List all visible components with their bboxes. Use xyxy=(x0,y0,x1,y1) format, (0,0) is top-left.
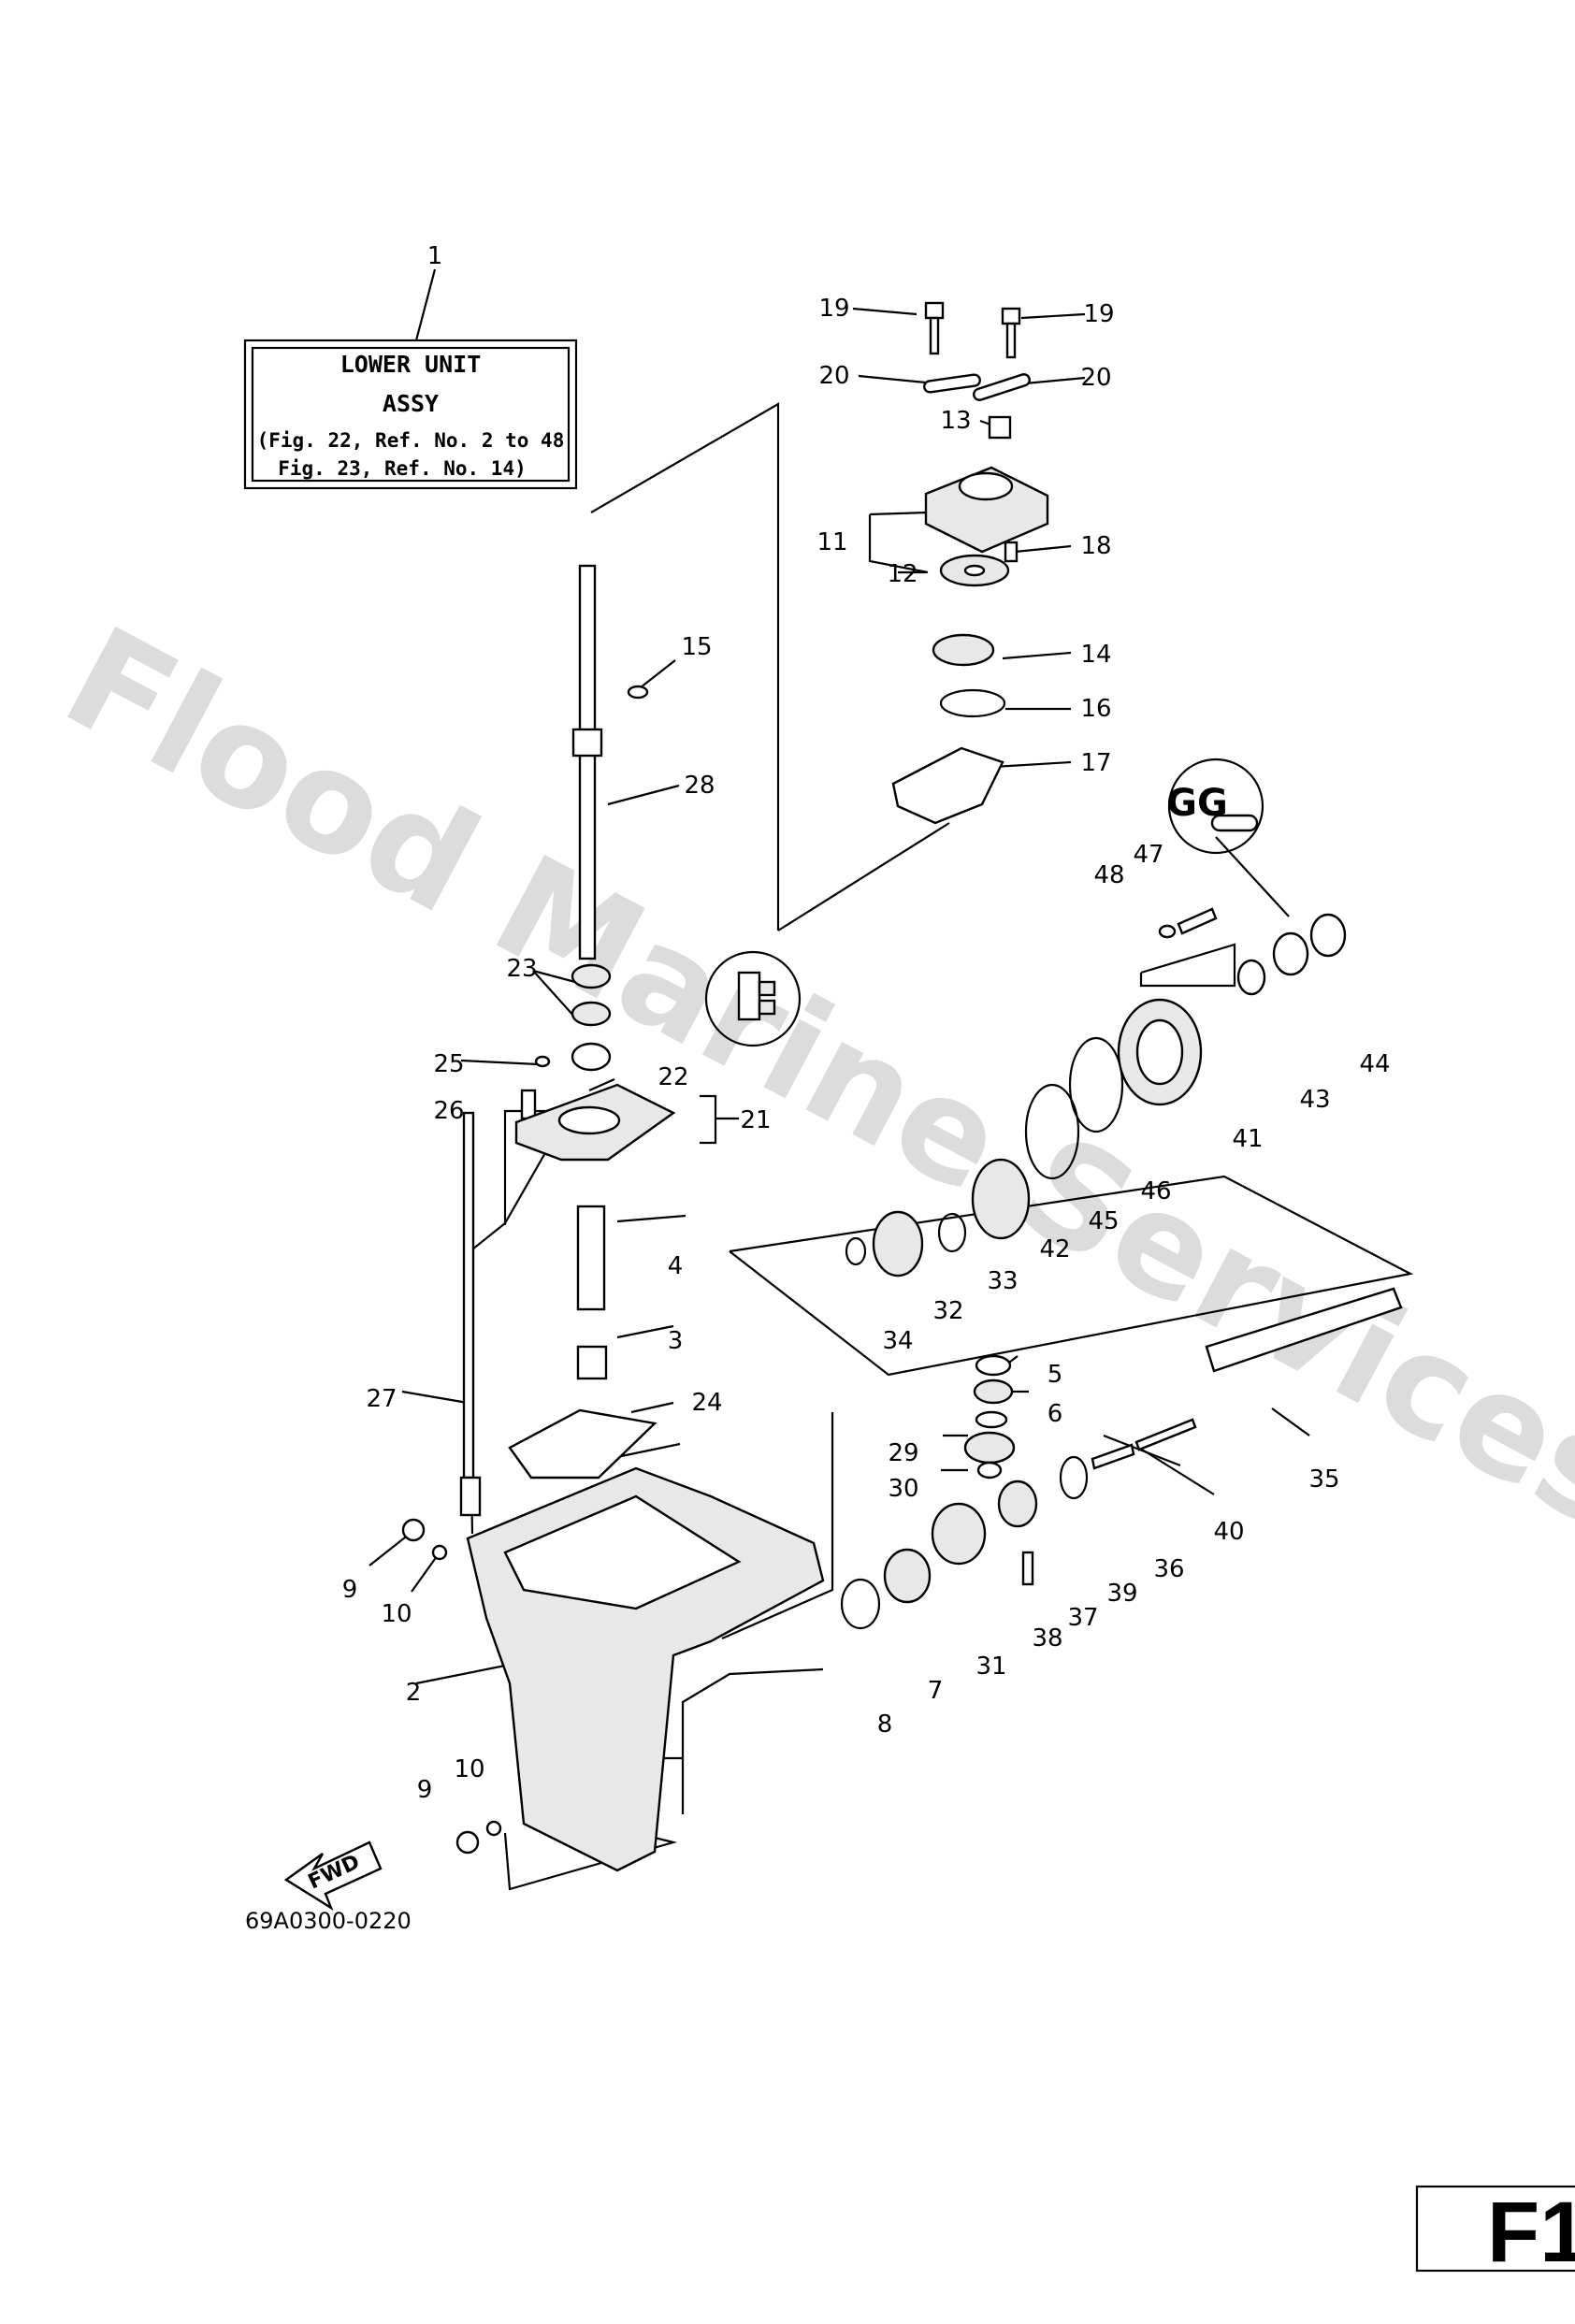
callout-4: 4 xyxy=(668,1252,684,1280)
callout-18: 18 xyxy=(1080,532,1111,560)
callout-1: 1 xyxy=(427,242,443,270)
callout-13: 13 xyxy=(940,407,971,435)
callout-3: 3 xyxy=(668,1327,684,1355)
callout-32: 32 xyxy=(932,1297,963,1325)
callout-7: 7 xyxy=(928,1677,944,1705)
callout-12: 12 xyxy=(887,560,918,588)
callout-16: 16 xyxy=(1080,695,1111,723)
watermark: Flood Marine Services xyxy=(40,597,1575,1561)
callout-6: 6 xyxy=(1048,1400,1063,1428)
callout-27: 27 xyxy=(366,1385,397,1413)
callout-14: 14 xyxy=(1080,641,1111,669)
callout-44: 44 xyxy=(1359,1050,1390,1078)
callout-25: 25 xyxy=(433,1050,464,1078)
callout-19a: 19 xyxy=(818,295,849,323)
title-line-3: (Fig. 22, Ref. No. 2 to 48 xyxy=(257,429,565,452)
callout-43: 43 xyxy=(1299,1086,1330,1114)
callout-48: 48 xyxy=(1093,861,1124,889)
propeller-shaft-parts xyxy=(840,907,1403,1630)
callout-2: 2 xyxy=(406,1679,422,1707)
title-line-4: Fig. 23, Ref. No. 14) xyxy=(278,457,527,480)
callout-9a: 9 xyxy=(342,1576,358,1604)
figure-code: 69A0300-0220 xyxy=(245,1908,412,1934)
callout-40: 40 xyxy=(1213,1518,1244,1546)
callout-10a: 10 xyxy=(381,1600,412,1628)
callout-39: 39 xyxy=(1106,1580,1137,1608)
callout-30: 30 xyxy=(888,1475,918,1503)
callout-21: 21 xyxy=(740,1106,771,1134)
drive-shaft-parts xyxy=(459,564,676,1517)
callout-37: 37 xyxy=(1067,1604,1098,1632)
callout-33: 33 xyxy=(987,1267,1018,1295)
water-pump-parts xyxy=(891,301,1049,825)
callout-10b: 10 xyxy=(454,1755,484,1783)
callout-20b: 20 xyxy=(1080,364,1111,392)
callout-22: 22 xyxy=(657,1063,688,1091)
callout-46: 46 xyxy=(1140,1177,1171,1205)
callout-28: 28 xyxy=(684,772,715,800)
group-frames xyxy=(466,402,1414,1891)
callout-17: 17 xyxy=(1080,749,1111,777)
title-line-1: LOWER UNIT xyxy=(340,351,482,378)
callout-23: 23 xyxy=(506,955,537,983)
callout-41: 41 xyxy=(1232,1125,1263,1153)
title-box: LOWER UNIT ASSY (Fig. 22, Ref. No. 2 to … xyxy=(243,339,578,490)
callout-20a: 20 xyxy=(818,362,849,390)
callout-38: 38 xyxy=(1032,1624,1062,1653)
callout-24: 24 xyxy=(691,1389,722,1417)
lower-casing xyxy=(401,1466,825,1872)
callout-11: 11 xyxy=(816,528,847,556)
callout-45: 45 xyxy=(1088,1207,1119,1235)
callout-8: 8 xyxy=(877,1711,893,1739)
callout-9b: 9 xyxy=(417,1776,433,1804)
callout-26: 26 xyxy=(433,1097,464,1125)
callout-36: 36 xyxy=(1153,1555,1184,1583)
callout-47: 47 xyxy=(1133,841,1163,869)
callout-29: 29 xyxy=(888,1439,918,1467)
callout-5: 5 xyxy=(1048,1361,1063,1389)
callout-19b: 19 xyxy=(1083,300,1114,328)
page-code: F1 xyxy=(1487,2185,1575,2280)
callout-35: 35 xyxy=(1308,1465,1339,1494)
callout-15: 15 xyxy=(681,633,712,661)
fwd-arrow-icon: FWD xyxy=(283,1840,383,1911)
page-code-box: F1 xyxy=(1415,2185,1575,2280)
sealant-symbol-icon xyxy=(704,950,802,1047)
callout-34: 34 xyxy=(882,1327,913,1355)
callout-31: 31 xyxy=(975,1653,1006,1681)
callout-42: 42 xyxy=(1039,1235,1070,1263)
leader-lines xyxy=(368,268,1310,1685)
callout-numbers: 1 2 3 4 5 6 7 8 9 9 10 10 11 12 13 14 15… xyxy=(342,242,1391,1804)
title-line-2: ASSY xyxy=(383,390,439,417)
grease-symbol-icon: GG xyxy=(1166,758,1264,855)
